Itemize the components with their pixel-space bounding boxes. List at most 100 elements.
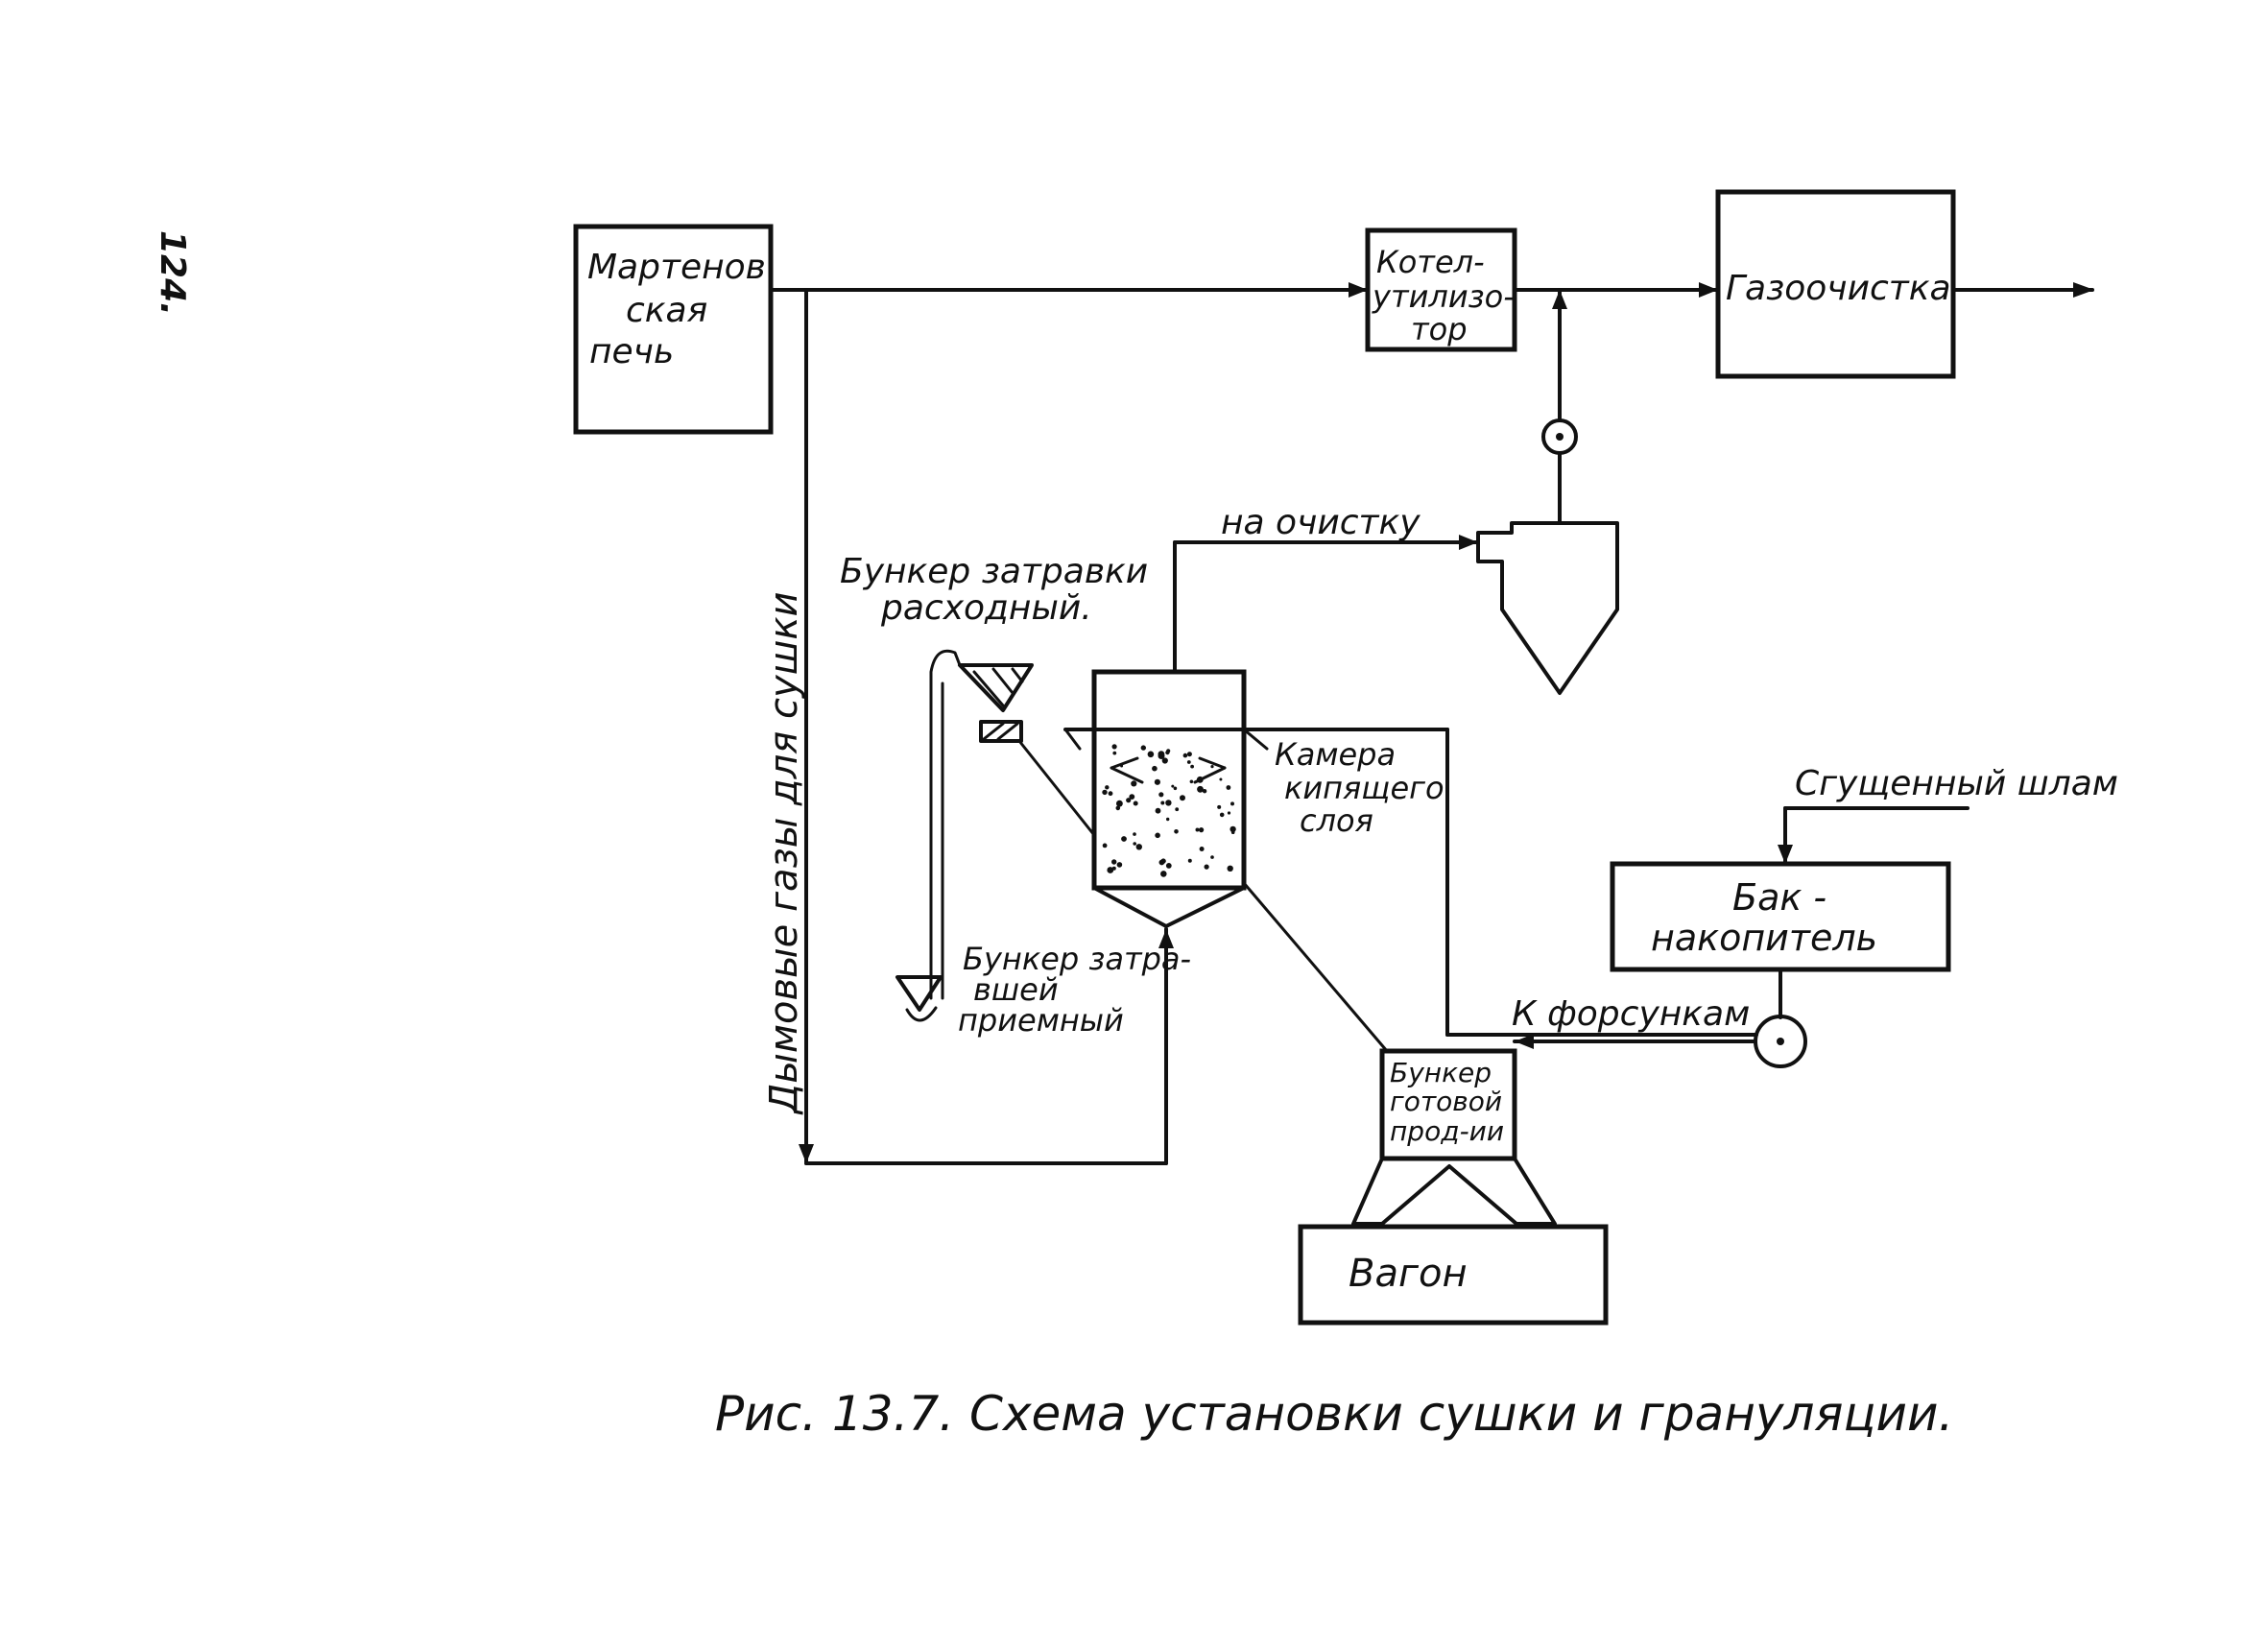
pellet-dot (1195, 827, 1200, 832)
tank-label-1: Бак - (1732, 876, 1826, 919)
pellet-dot (1105, 785, 1110, 790)
tank-label-2: накопитель (1651, 917, 1877, 959)
pellet-dot (1186, 752, 1192, 757)
pellet-dot (1199, 827, 1205, 833)
pellet-dot (1155, 807, 1161, 814)
pellet-dot (1116, 800, 1123, 807)
pellet-dot (1133, 801, 1138, 806)
pellet-dot (1112, 751, 1117, 755)
pellet-dot (1155, 832, 1160, 839)
hopper-consumable (958, 663, 1034, 743)
pellet-dot (1173, 786, 1178, 791)
elevator-line (929, 649, 1096, 1000)
pellet-dot (1135, 844, 1143, 850)
pellet-dot (1107, 867, 1114, 873)
pellet-dot (1111, 744, 1117, 750)
to-cleaning-line (1173, 535, 1480, 674)
cyclone (1476, 521, 1619, 695)
hopper-receiving (895, 975, 943, 1022)
pellet-dot (1165, 863, 1172, 869)
pellet-dot (1230, 830, 1235, 834)
chamber-label-3: слоя (1300, 802, 1373, 839)
pellet-dot (1131, 780, 1137, 787)
pellet-dot (1111, 866, 1116, 871)
boiler-box: Котел- утилизо- тор (1365, 227, 1517, 352)
furnace-box: Мартенов ская печь (573, 224, 774, 435)
hopper-product-label-2: готовой (1390, 1086, 1502, 1117)
furnace-label-2: ская (626, 291, 707, 330)
pellet-dot (1227, 865, 1233, 872)
pellet-dot (1219, 777, 1223, 781)
pellet-dot (1102, 789, 1108, 796)
pellet-dot (1161, 757, 1168, 764)
pellet-dot (1175, 807, 1180, 812)
hopper-receiving-label-3: приемный (958, 1002, 1124, 1039)
wagon-box: Вагон (1298, 1224, 1609, 1326)
pellet-dot (1219, 812, 1225, 818)
pellet-dot (1158, 751, 1165, 757)
pellet-dot (1165, 750, 1170, 755)
pellet-dot (1204, 864, 1209, 870)
flue-gas-line (799, 288, 1174, 1165)
boiler-label-2: утилизо- (1372, 278, 1515, 315)
pellet-dot (1166, 817, 1170, 822)
pellet-dot (1133, 842, 1136, 846)
pellet-dot (1197, 785, 1204, 793)
pellet-dots (1102, 744, 1236, 877)
main-gas-line (769, 282, 2094, 298)
sludge-input-line (1778, 806, 1970, 866)
pellet-dot (1230, 801, 1234, 806)
pellet-dot (1152, 765, 1158, 772)
pellet-dot (1129, 794, 1135, 800)
pellet-dot (1165, 800, 1172, 806)
pellet-dot (1126, 798, 1132, 803)
wagon-label: Вагон (1349, 1252, 1468, 1296)
hopper-consumable-label-1: Бункер затравки (840, 552, 1148, 591)
flue-gases-label: Дымовые газы для сушки (762, 592, 806, 1115)
pellet-dot (1133, 832, 1136, 836)
pellet-dot (1199, 847, 1205, 851)
pellet-dot (1186, 760, 1191, 764)
pellet-dot (1227, 811, 1231, 815)
boiler-label-1: Котел- (1376, 244, 1485, 280)
hopper-consumable-label-2: расходный. (880, 588, 1092, 628)
exhaust-fan-icon (1556, 433, 1564, 441)
pellet-dot (1147, 751, 1155, 758)
pellet-dot (1180, 795, 1185, 801)
pellet-dot (1154, 778, 1160, 785)
pellet-dot (1210, 765, 1214, 769)
chamber-label-1: Камера (1275, 736, 1396, 773)
pellet-dot (1108, 791, 1113, 797)
pellet-dot (1226, 785, 1231, 790)
gas-cleaning-box: Газоочистка (1715, 189, 1956, 379)
pellet-dot (1158, 792, 1164, 798)
pellet-dot (1171, 784, 1175, 788)
boiler-label-3: тор (1411, 311, 1468, 347)
page-number: 124. (153, 230, 192, 316)
gas-cleaning-label: Газоочистка (1726, 269, 1951, 308)
pellet-dot (1160, 871, 1167, 877)
chamber-label-2: кипящего (1284, 770, 1444, 806)
pump-line (1513, 968, 1807, 1068)
pellet-dot (1189, 779, 1194, 784)
pellet-dot (1187, 858, 1192, 863)
pellet-dot (1140, 745, 1147, 751)
furnace-label-1: Мартенов (587, 248, 766, 287)
hopper-product-label-1: Бункер (1390, 1057, 1492, 1088)
discharge-line (1242, 881, 1389, 1053)
pellet-dot (1111, 859, 1117, 865)
hopper-receiving-label-1: Бункер затра- (963, 941, 1191, 977)
pellet-dot (1174, 829, 1179, 834)
pellet-dot (1229, 825, 1236, 833)
cyclone-return-line (1541, 288, 1578, 525)
hopper-product (1351, 1048, 1557, 1226)
to-nozzles-label: К форсункам (1512, 994, 1750, 1034)
pellet-dot (1182, 753, 1188, 758)
condensed-sludge-label: Сгущенный шлам (1795, 764, 2118, 803)
pellet-dot (1202, 789, 1207, 794)
to-cleaning-label: на очистку (1221, 503, 1420, 542)
hopper-product-label-3: прод-ии (1390, 1115, 1504, 1147)
pellet-dot (1116, 862, 1123, 868)
